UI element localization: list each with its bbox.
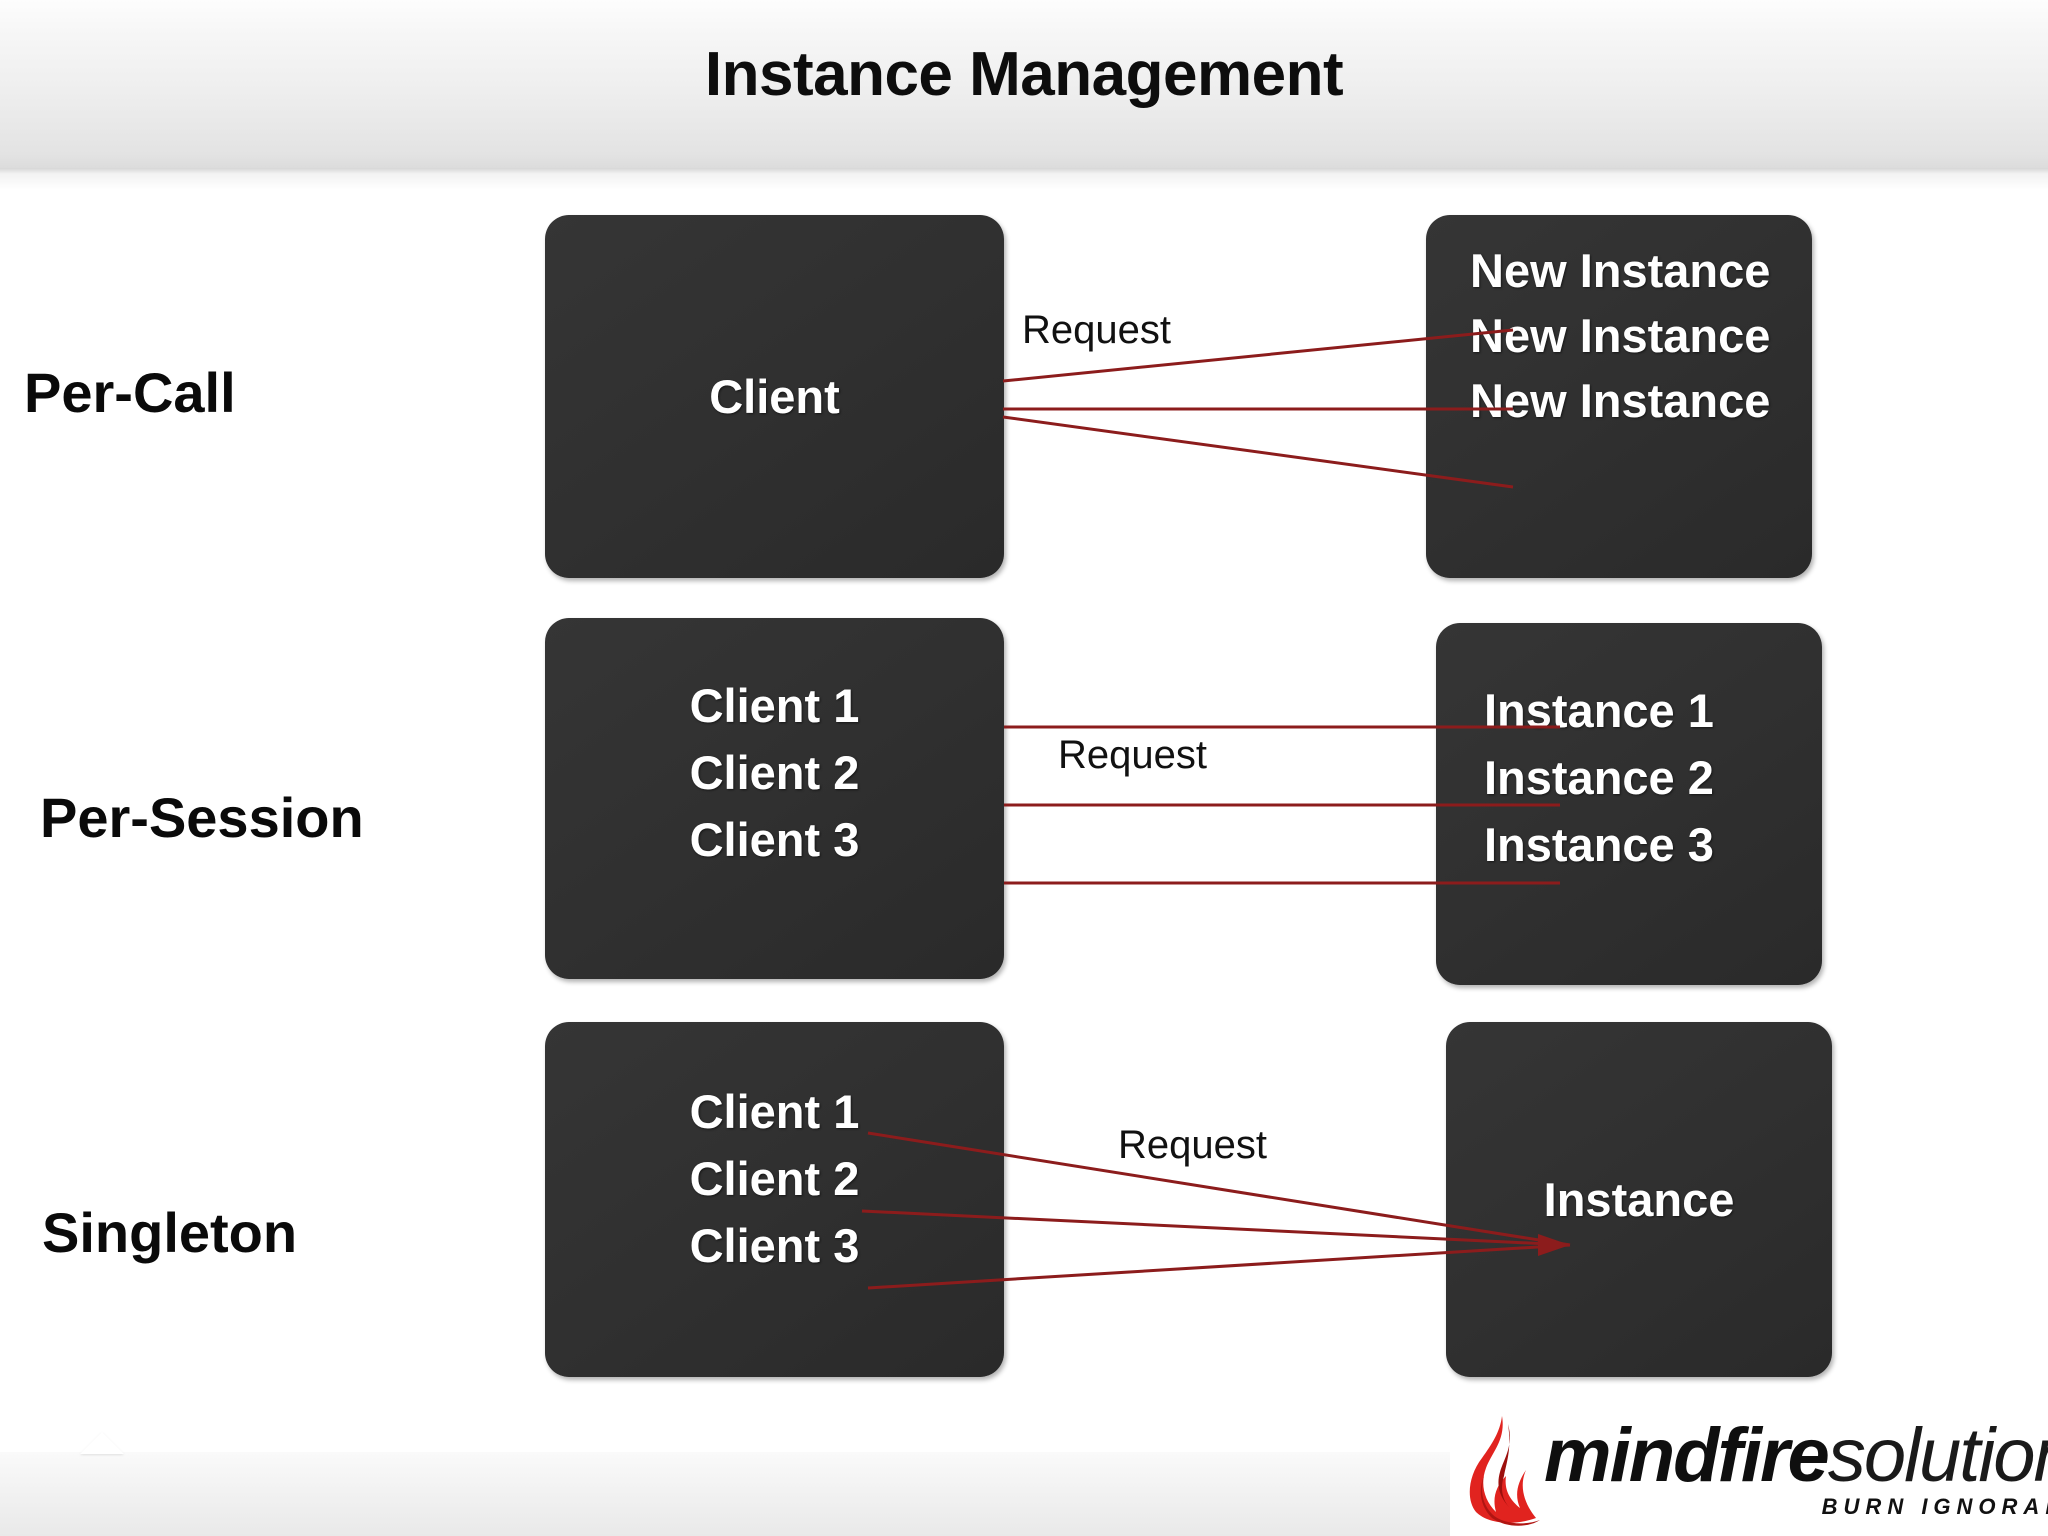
node-label: Client 3 [689,1219,860,1272]
row-label-per-call: Per-Call [24,361,236,424]
logo-wordmark: mindfiresolutions [1544,1418,2048,1494]
node-label: Client 2 [689,1152,860,1205]
node-label: Client [709,370,840,423]
connector-label-singleton: Request [1118,1123,1267,1167]
title-bar-shadow [0,168,2048,190]
node-label: Client 1 [689,1085,860,1138]
node-label: New Instance [1470,244,1771,297]
flame-icon [1469,1416,1540,1526]
logo-text: mindfiresolutions BURN IGNORANCE [1544,1418,2048,1520]
node-label: Instance 1 [1484,684,1714,737]
connector-label-per-session: Request [1058,733,1207,777]
page-title: Instance Management [704,40,1344,109]
logo-tagline: BURN IGNORANCE [1821,1494,2048,1520]
node-label: Client 3 [689,813,860,866]
logo-name-bold: mindfire [1544,1413,1830,1498]
company-logo: mindfiresolutions BURN IGNORANCE [1450,1408,2048,1536]
client-box-per-call[interactable]: Client [545,215,1004,578]
node-label: New Instance [1470,309,1771,362]
client-box-per-session[interactable]: Client 1 Client 2 Client 3 [545,618,1004,979]
node-label: Client 1 [689,679,860,732]
node-label: New Instance [1470,374,1771,427]
connector-label-per-call: Request [1022,308,1171,352]
row-label-singleton: Singleton [42,1201,298,1264]
node-label: Client 2 [689,746,860,799]
instance-box-singleton[interactable]: Instance [1446,1022,1832,1377]
logo-name-light: solutions [1827,1413,2048,1498]
node-label: Instance 2 [1484,751,1714,804]
title-bar [0,0,2048,168]
node-label: Instance 3 [1484,818,1714,871]
node-label: Instance [1543,1173,1735,1226]
instance-box-per-call[interactable]: New Instance New Instance New Instance [1426,215,1812,578]
row-label-per-session: Per-Session [40,786,364,849]
footer-notch [80,1432,124,1454]
instance-box-per-session[interactable]: Instance 1 Instance 2 Instance 3 [1436,623,1822,985]
client-box-singleton[interactable]: Client 1 Client 2 Client 3 [545,1022,1004,1377]
